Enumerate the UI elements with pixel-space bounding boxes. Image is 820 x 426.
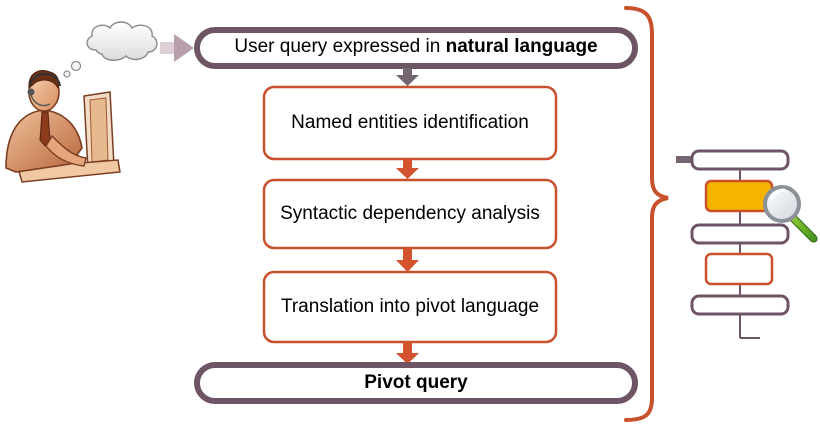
person-at-computer-icon — [5, 70, 121, 183]
query-text: User query expressed in — [234, 36, 446, 58]
query-node-label: User query expressed in natural language — [200, 32, 632, 62]
thought-cloud-icon — [63, 21, 158, 78]
query-node — [194, 27, 638, 69]
arrow-query-to-entities — [396, 68, 419, 86]
flowchart-icon — [676, 149, 790, 339]
syntax-node-label: Syntactic dependency analysis — [280, 203, 540, 225]
entities-node-label: Named entities identification — [291, 112, 529, 134]
arrow-entities-to-syntax — [396, 159, 419, 179]
pivot-node-label: Pivot query — [364, 372, 468, 394]
magnifier-icon — [763, 185, 818, 243]
arrow-syntax-to-translation — [396, 248, 419, 272]
cloud-to-query-arrow — [160, 34, 194, 62]
arrow-translation-to-pivot — [396, 342, 419, 364]
pivot-node — [194, 362, 638, 404]
query-emphasis-text: natural language — [445, 36, 598, 58]
right-brace — [624, 6, 669, 422]
translation-node-label: Translation into pivot language — [280, 296, 540, 318]
